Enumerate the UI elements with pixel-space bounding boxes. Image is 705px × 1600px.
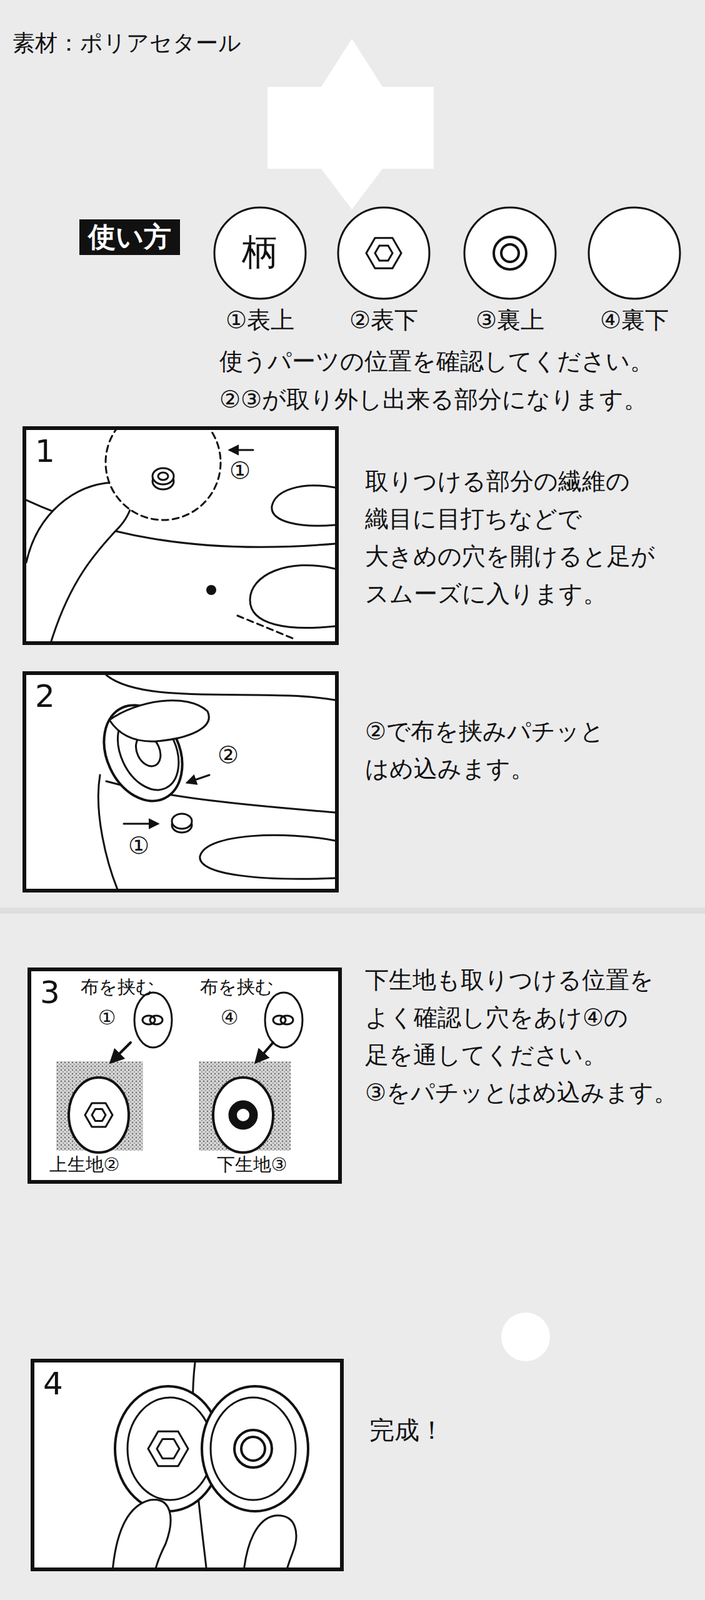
instruction-text: ②で布を挟みパチッと はめ込みます。 xyxy=(365,712,700,788)
step-panel: 2 xyxy=(22,671,339,893)
circle-outline xyxy=(463,206,557,300)
step3-drawing xyxy=(56,992,303,1153)
step-panel: 4 xyxy=(30,1358,344,1572)
circle-outline xyxy=(336,206,431,300)
callout-number: ① xyxy=(91,1005,123,1030)
part-label: ③裏上 xyxy=(438,306,582,335)
circle-outline xyxy=(587,206,682,300)
step-number: 4 xyxy=(43,1365,64,1403)
fabric-label: 下生地③ xyxy=(215,1153,290,1176)
step-number: 1 xyxy=(35,432,55,470)
instruction-text: 完成！ xyxy=(369,1413,557,1447)
step-panel: 3 xyxy=(27,967,342,1184)
panel-grounds xyxy=(22,426,344,1572)
callout-number: ④ xyxy=(213,1005,245,1030)
step-number: 3 xyxy=(40,973,60,1012)
callout-number: ② xyxy=(209,741,247,770)
fold-line xyxy=(0,907,705,914)
part-label: ①表上 xyxy=(188,306,332,335)
instruction-text: 下生地も取りつける位置を よく確認し穴をあけ④の 足を通してください。 ③をパチ… xyxy=(365,961,700,1112)
part-label: ②表下 xyxy=(311,306,456,335)
part-circle: ③裏上 xyxy=(463,206,557,300)
callout-text: 布を挟む xyxy=(70,976,165,999)
step1-drawing xyxy=(26,430,335,642)
callout-text: 布を挟む xyxy=(190,976,284,999)
part-circle: 柄①表上 xyxy=(213,206,307,300)
material-note: 素材：ポリアセタール xyxy=(12,28,450,59)
callout-number: ① xyxy=(120,831,158,861)
fabric-label: 上生地② xyxy=(47,1153,122,1176)
part-circles xyxy=(213,206,681,300)
pattern-mark: 柄 xyxy=(213,230,307,275)
section-heading: 使い方 xyxy=(79,219,180,255)
step-number: 2 xyxy=(35,677,55,715)
step2-drawing xyxy=(89,675,335,889)
instruction-text: 取りつける部分の繊維の 織目に目打ちなどで 大きめの穴を開けると足が スムーズに… xyxy=(365,462,700,613)
part-circle: ②表下 xyxy=(336,206,431,300)
step-panel: 1 xyxy=(22,426,339,645)
hanger-hole xyxy=(267,38,434,210)
step4-drawing xyxy=(112,1362,309,1568)
instruction-text: 使うパーツの位置を確認してください。 ②③が取り外し出来る部分になります。 xyxy=(219,342,695,419)
hanger-hole xyxy=(501,1312,550,1362)
part-label: ④裏下 xyxy=(562,306,705,335)
part-symbols xyxy=(366,236,527,270)
callout-number: ① xyxy=(221,456,259,486)
part-circle: ④裏下 xyxy=(587,206,682,300)
